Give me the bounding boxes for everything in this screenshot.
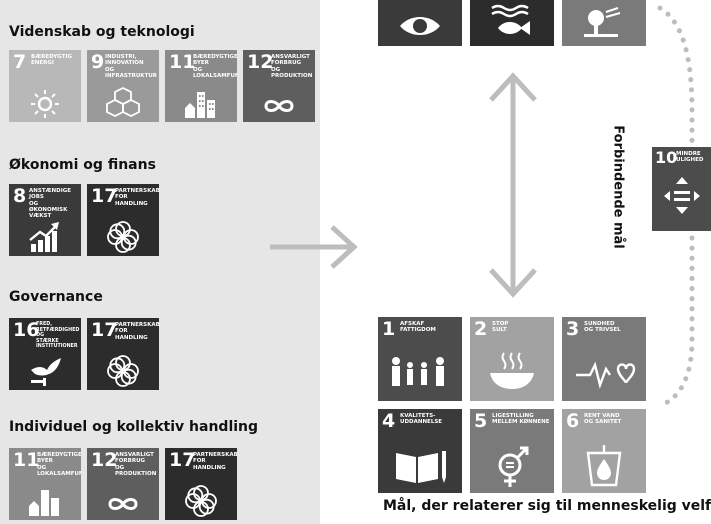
goal-tile-17: 17 PARTNERSKAB FOR HANDLING [165,448,237,520]
goal-label: BÆREDYGTIGE BYER OG LOKALSAMFUND [193,54,237,79]
goal-label: PARTNERSKAB FOR HANDLING [193,452,237,471]
goal-number: 12 [91,449,118,471]
goal-tile-6: 6 RENT VAND OG SANITET [562,409,646,493]
goal-number: 16 [13,319,40,341]
goal-tile-11: 11 BÆREDYGTIGE BYER OG LOKALSAMFUND [165,50,237,122]
goal-label: STOP SULT [492,321,509,334]
goal-label: FRED, RETFÆRDIGHED OG STÆRKE INSTITUTION… [36,322,80,350]
goal-number: 11 [169,51,196,73]
sun-icon [31,90,59,118]
group-title-governance: Governance [9,289,103,305]
flower-icon [185,485,217,517]
welfare-caption: Mål, der relaterer sig til menneskelig v… [383,498,711,514]
goal-label: MINDRE ULIGHED [676,151,704,164]
goal-label: BÆREDYGTIGE BYER OG LOKALSAMFUND [37,452,81,477]
goal-label: LIGESTILLING MELLEM KØNNENE [492,413,550,426]
group-title-science: Videnskab og teknologi [9,24,195,40]
goal-number: 1 [382,318,396,340]
goal-tile-4: 4 KVALITETS- UDDANNELSE [378,409,462,493]
eye-globe-icon [400,17,440,35]
goal-number: 3 [566,318,580,340]
growth-chart-icon [29,222,59,252]
goal-number: 5 [474,410,488,432]
goal-tile-12: 12 ANSVARLIGT FORBRUG OG PRODUKTION [87,448,159,520]
goal-tile-3: 3 SUNDHED OG TRIVSEL [562,317,646,401]
goal-number: 2 [474,318,488,340]
water-drop-icon [586,445,622,487]
heartbeat-icon [576,361,636,390]
goal-number: 7 [13,51,27,73]
right-arrow-icon [270,225,358,269]
goal-number: 11 [13,449,40,471]
goal-number: 9 [91,51,105,73]
infinity-icon [264,100,294,112]
equality-arrows-icon [664,177,700,214]
goal-number: 17 [91,185,118,207]
fish-icon [491,4,530,35]
book-icon [396,451,446,483]
goal-tile-17: 17 PARTNERSKAB FOR HANDLING [87,318,159,390]
goal-label: RENT VAND OG SANITET [584,413,622,426]
infinity-icon [108,498,138,510]
connecting-goals-text: Forbindende mål [610,125,626,249]
goal-tile-2: 2 STOP SULT [470,317,554,401]
goal-number: 4 [382,410,396,432]
goal-number: 10 [655,148,678,167]
goal-tile-12: 12 ANSVARLIGT FORBRUG OG PRODUKTION [243,50,315,122]
goal-tile-1: 1 AFSKAF FATTIGDOM [378,317,462,401]
group-title-individual: Individuel og kollektiv handling [9,419,259,435]
dove-icon [31,358,61,386]
flower-icon [107,221,139,253]
goal-tile-7: 7 BÆREDYGTIG ENERGI [9,50,81,122]
goal-tile-8: 8 ANSTÆNDIGE JOBS OG ØKONOMISK VÆKST [9,184,81,256]
tree-icon [584,7,621,37]
goal-label: BÆREDYGTIG ENERGI [31,54,73,67]
goal-number: 17 [169,449,196,471]
goal-label: ANSTÆNDIGE JOBS OG ØKONOMISK VÆKST [29,188,72,220]
connecting-goals-label: Forbindende mål [606,122,630,252]
goal-label: AFSKAF FATTIGDOM [400,321,436,334]
group-title-economy: Økonomi og finans [9,157,156,173]
goal-number: 17 [91,319,118,341]
top-tile-life-on-land [562,0,646,46]
goal-number: 6 [566,410,580,432]
top-tile-life-below-water [470,0,554,46]
vertical-double-arrow-icon [489,72,537,298]
goal-number: 8 [13,185,27,207]
goal-label: INDUSTRI, INNOVATION OG INFRASTRUKTUR [105,54,158,79]
city-icon [29,490,59,516]
goal-tile-5: 5 LIGESTILLING MELLEM KØNNENE [470,409,554,493]
goal-label: PARTNERSKAB FOR HANDLING [115,188,159,207]
top-tile-environment [378,0,462,46]
goal-number: 12 [247,51,274,73]
goal-label: ANSVARLIGT FORBRUG OG PRODUKTION [271,54,313,79]
bowl-icon [490,352,534,389]
goal-tile-11: 11 BÆREDYGTIGE BYER OG LOKALSAMFUND [9,448,81,520]
cubes-icon [106,86,140,118]
goal-tile-17: 17 PARTNERSKAB FOR HANDLING [87,184,159,256]
goal-groups-panel: Videnskab og teknologi 7 BÆREDYGTIG ENER… [0,0,320,524]
flower-icon [107,355,139,387]
dotted-connector [657,5,695,407]
goal-label: KVALITETS- UDDANNELSE [400,413,443,426]
goal-label: PARTNERSKAB FOR HANDLING [115,322,159,341]
city-icon [185,92,215,118]
goal-tile-16: 16 FRED, RETFÆRDIGHED OG STÆRKE INSTITUT… [9,318,81,390]
family-icon [392,357,444,386]
goal-label: ANSVARLIGT FORBRUG OG PRODUKTION [115,452,157,477]
goal-label: SUNDHED OG TRIVSEL [584,321,621,334]
goal-tile-9: 9 INDUSTRI, INNOVATION OG INFRASTRUKTUR [87,50,159,122]
gender-icon [498,446,529,487]
goal-tile-10: 10 MINDRE ULIGHED [652,147,711,231]
